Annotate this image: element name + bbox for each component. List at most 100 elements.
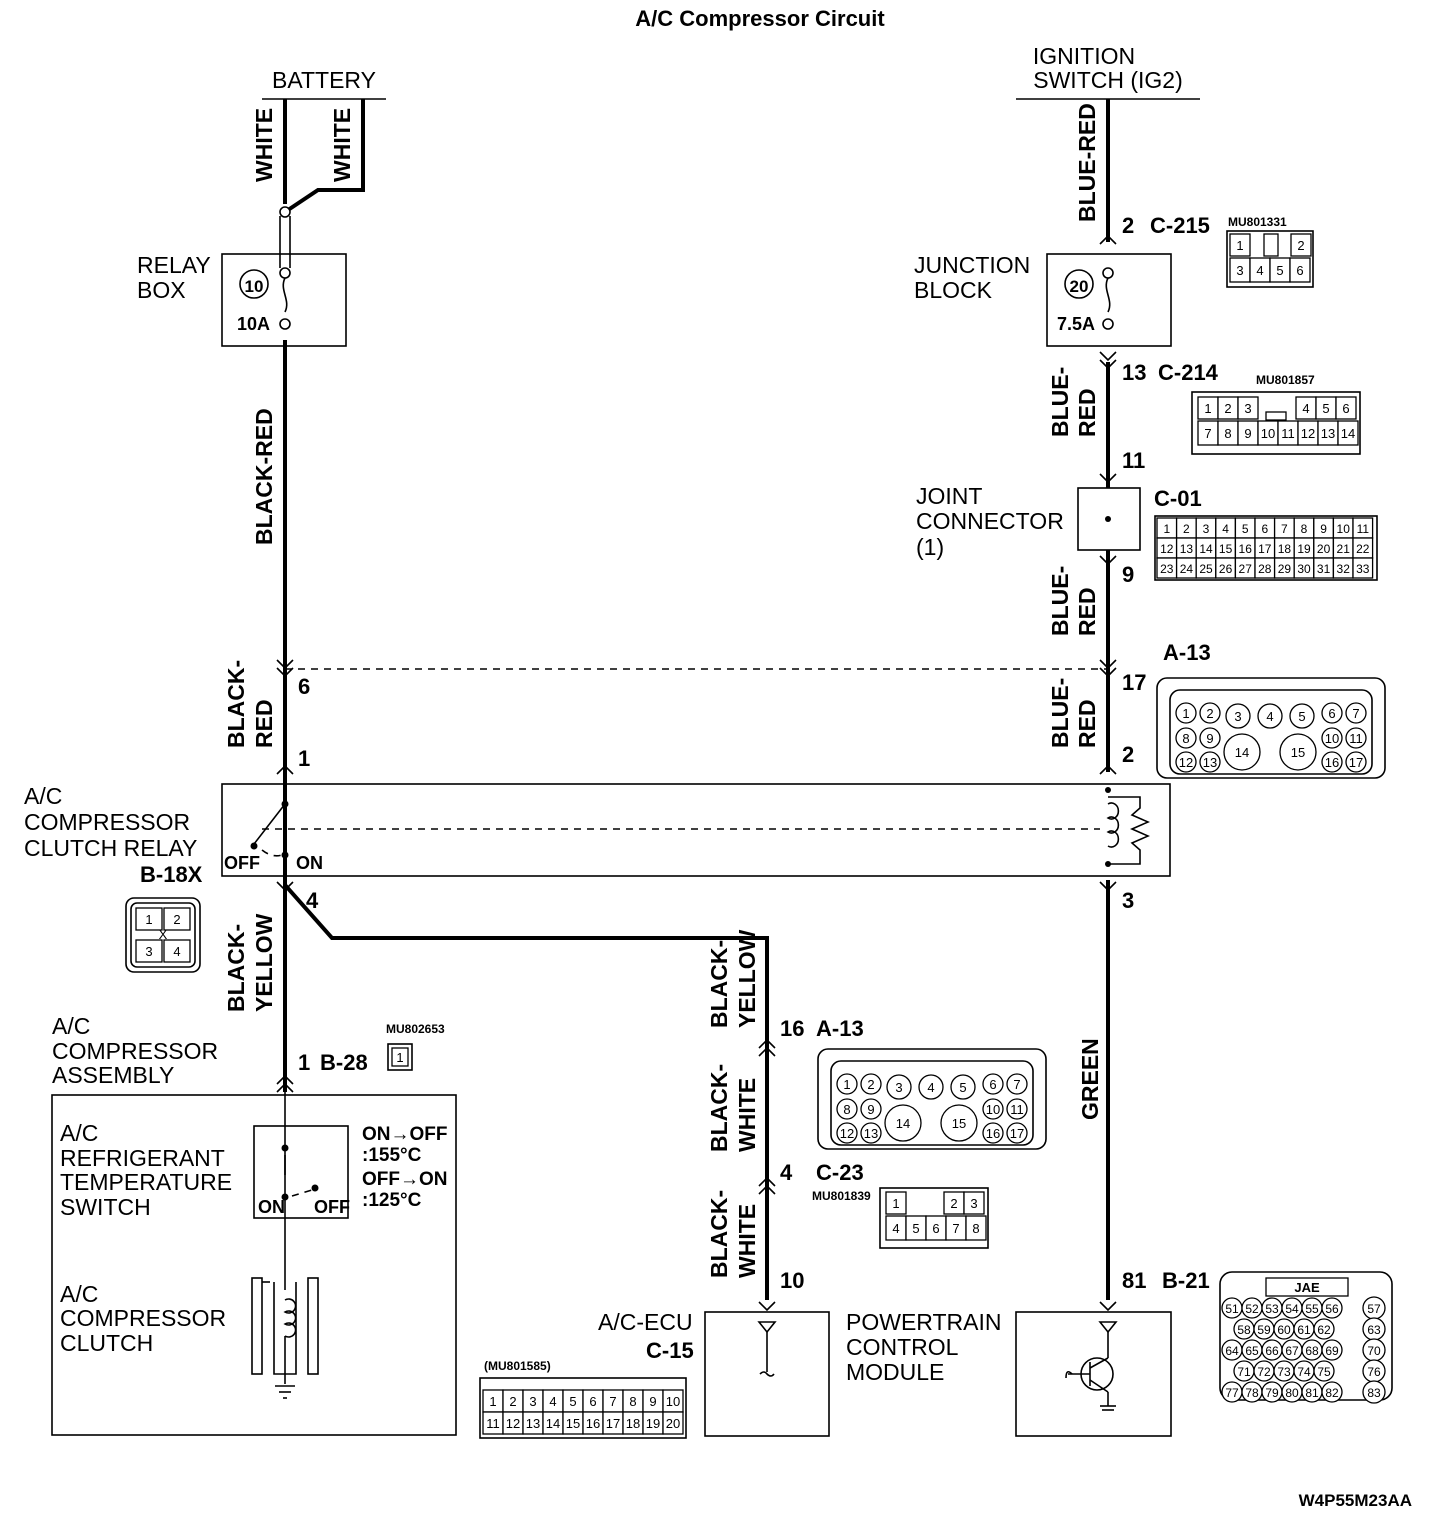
relay-coil-icon [1105, 787, 1150, 867]
b21-pin-81: 81 [1305, 1386, 1319, 1400]
ignition-switch-source: IGNITION SWITCH (IG2) [1016, 43, 1200, 100]
b18x-pin-2: 2 [173, 912, 180, 927]
battery-label: BATTERY [272, 67, 376, 93]
junction-block-fuse-rating: 7.5A [1057, 314, 1095, 334]
pcm-label-1: POWERTRAIN [846, 1309, 1001, 1335]
id-c214: C-214 [1158, 360, 1219, 385]
temp-switch-label-2: REFRIGERANT [60, 1145, 225, 1171]
a13-lower-pin-17: 17 [1010, 1126, 1024, 1141]
c01-pin-11: 11 [1357, 522, 1370, 536]
a13-lower-pin-11: 11 [1010, 1102, 1024, 1117]
a13-upper-pin-5: 5 [1298, 709, 1305, 724]
a13-upper-pin-13: 13 [1203, 755, 1217, 770]
c23-part-number: MU801839 [812, 1189, 871, 1203]
wire-color-blue-red-b-2: RED [1074, 587, 1100, 636]
a13-upper-pin-15: 15 [1291, 745, 1305, 760]
c01-pin-18: 18 [1278, 542, 1292, 556]
wire-color-blue-red-b-1: BLUE- [1047, 566, 1073, 636]
c23-pin-3: 3 [970, 1196, 977, 1211]
a13-upper-pin-1: 1 [1182, 706, 1189, 721]
c214-pin-6: 6 [1342, 401, 1349, 416]
c23-pin-2: 2 [950, 1196, 957, 1211]
b21-pin-77: 77 [1225, 1386, 1239, 1400]
c15-pin-14: 14 [546, 1416, 560, 1431]
connector-face-c23: MU801839 1 2 3 4 5 6 7 8 [812, 1187, 989, 1249]
a13-lower-pin-10: 10 [986, 1102, 1000, 1117]
c214-pin-1: 1 [1204, 401, 1211, 416]
compressor-clutch-coil-icon [251, 1277, 319, 1399]
pin-c214: 13 [1122, 360, 1146, 385]
joint-connector-label-2: CONNECTOR [916, 508, 1064, 534]
wire-color-black-red-split-1: BLACK- [223, 660, 249, 748]
c215-pin-5: 5 [1276, 263, 1283, 278]
a13-lower-pin-14: 14 [896, 1116, 910, 1131]
pin-a13-right: 17 [1122, 670, 1146, 695]
c214-part-number: MU801857 [1256, 373, 1315, 387]
relay-label-2: COMPRESSOR [24, 809, 190, 835]
wire-color-black-yellow-mid-1: BLACK- [706, 940, 732, 1028]
pin-relay-4: 4 [306, 888, 319, 913]
compressor-assembly-label-1: A/C [52, 1013, 90, 1039]
b21-pin-65: 65 [1245, 1344, 1259, 1358]
c214-pin-9: 9 [1244, 426, 1251, 441]
a13-lower-pin-16: 16 [986, 1126, 1000, 1141]
b21-pin-59: 59 [1257, 1323, 1271, 1337]
b21-pin-69: 69 [1325, 1344, 1339, 1358]
c214-pin-10: 10 [1261, 426, 1275, 441]
c15-pin-3: 3 [529, 1394, 536, 1409]
b21-pin-73: 73 [1277, 1365, 1291, 1379]
a13-upper-pin-2: 2 [1206, 706, 1213, 721]
c01-pin-29: 29 [1278, 562, 1292, 576]
c01-pin-2: 2 [1183, 522, 1190, 536]
id-c23: C-23 [816, 1160, 864, 1185]
c15-pin-2: 2 [509, 1394, 516, 1409]
c15-pin-12: 12 [506, 1416, 520, 1431]
c01-pin-17: 17 [1258, 542, 1272, 556]
id-a13: A-13 [1163, 640, 1211, 665]
c15-pin-16: 16 [586, 1416, 600, 1431]
ignition-label-line1: IGNITION [1033, 43, 1135, 69]
b21-pin-76: 76 [1367, 1365, 1381, 1379]
pin-c23: 4 [780, 1160, 793, 1185]
junction-block-label-2: BLOCK [914, 277, 993, 303]
wire-color-black-yellow-mid-2: YELLOW [734, 929, 760, 1028]
a13-lower-pin-5: 5 [959, 1080, 966, 1095]
b21-pin-53: 53 [1265, 1302, 1279, 1316]
a13-upper-pin-14: 14 [1235, 745, 1249, 760]
c15-pin-18: 18 [626, 1416, 640, 1431]
id-b28: B-28 [320, 1050, 368, 1075]
c214-pin-11: 11 [1281, 426, 1295, 441]
c15-pin-6: 6 [589, 1394, 596, 1409]
ac-ecu: A/C-ECU C-15 [598, 1309, 830, 1437]
a13-lower-pin-4: 4 [927, 1080, 934, 1095]
temp-switch-label-1: A/C [60, 1120, 98, 1146]
b21-pin-52: 52 [1245, 1302, 1259, 1316]
battery-source: BATTERY [262, 67, 386, 100]
temp-switch-label-4: SWITCH [60, 1194, 151, 1220]
relay-id: B-18X [140, 862, 203, 887]
relay-on-label: ON [296, 853, 323, 873]
c01-pin-9: 9 [1320, 522, 1327, 536]
b21-pin-75: 75 [1317, 1365, 1331, 1379]
compressor-assembly-label-2: COMPRESSOR [52, 1038, 218, 1064]
c15-part-number: (MU801585) [484, 1359, 551, 1373]
joint-connector-label-1: JOINT [916, 483, 982, 509]
c01-pin-23: 23 [1160, 562, 1174, 576]
c23-pin-8: 8 [972, 1221, 979, 1236]
wire-color-green: GREEN [1077, 1038, 1103, 1120]
wire-color-black-yellow-left-1: BLACK- [223, 924, 249, 1012]
b28-part-number: MU802653 [386, 1022, 445, 1036]
c01-pin-31: 31 [1317, 562, 1331, 576]
b21-pin-51: 51 [1225, 1302, 1239, 1316]
c215-pin-3: 3 [1236, 263, 1243, 278]
b21-pin-54: 54 [1285, 1302, 1299, 1316]
a13-lower-pin-6: 6 [989, 1077, 996, 1092]
b21-pin-61: 61 [1297, 1323, 1311, 1337]
c214-pin-12: 12 [1301, 426, 1315, 441]
c214-pin-4: 4 [1302, 401, 1309, 416]
c01-pin-15: 15 [1219, 542, 1233, 556]
c01-pin-20: 20 [1317, 542, 1331, 556]
